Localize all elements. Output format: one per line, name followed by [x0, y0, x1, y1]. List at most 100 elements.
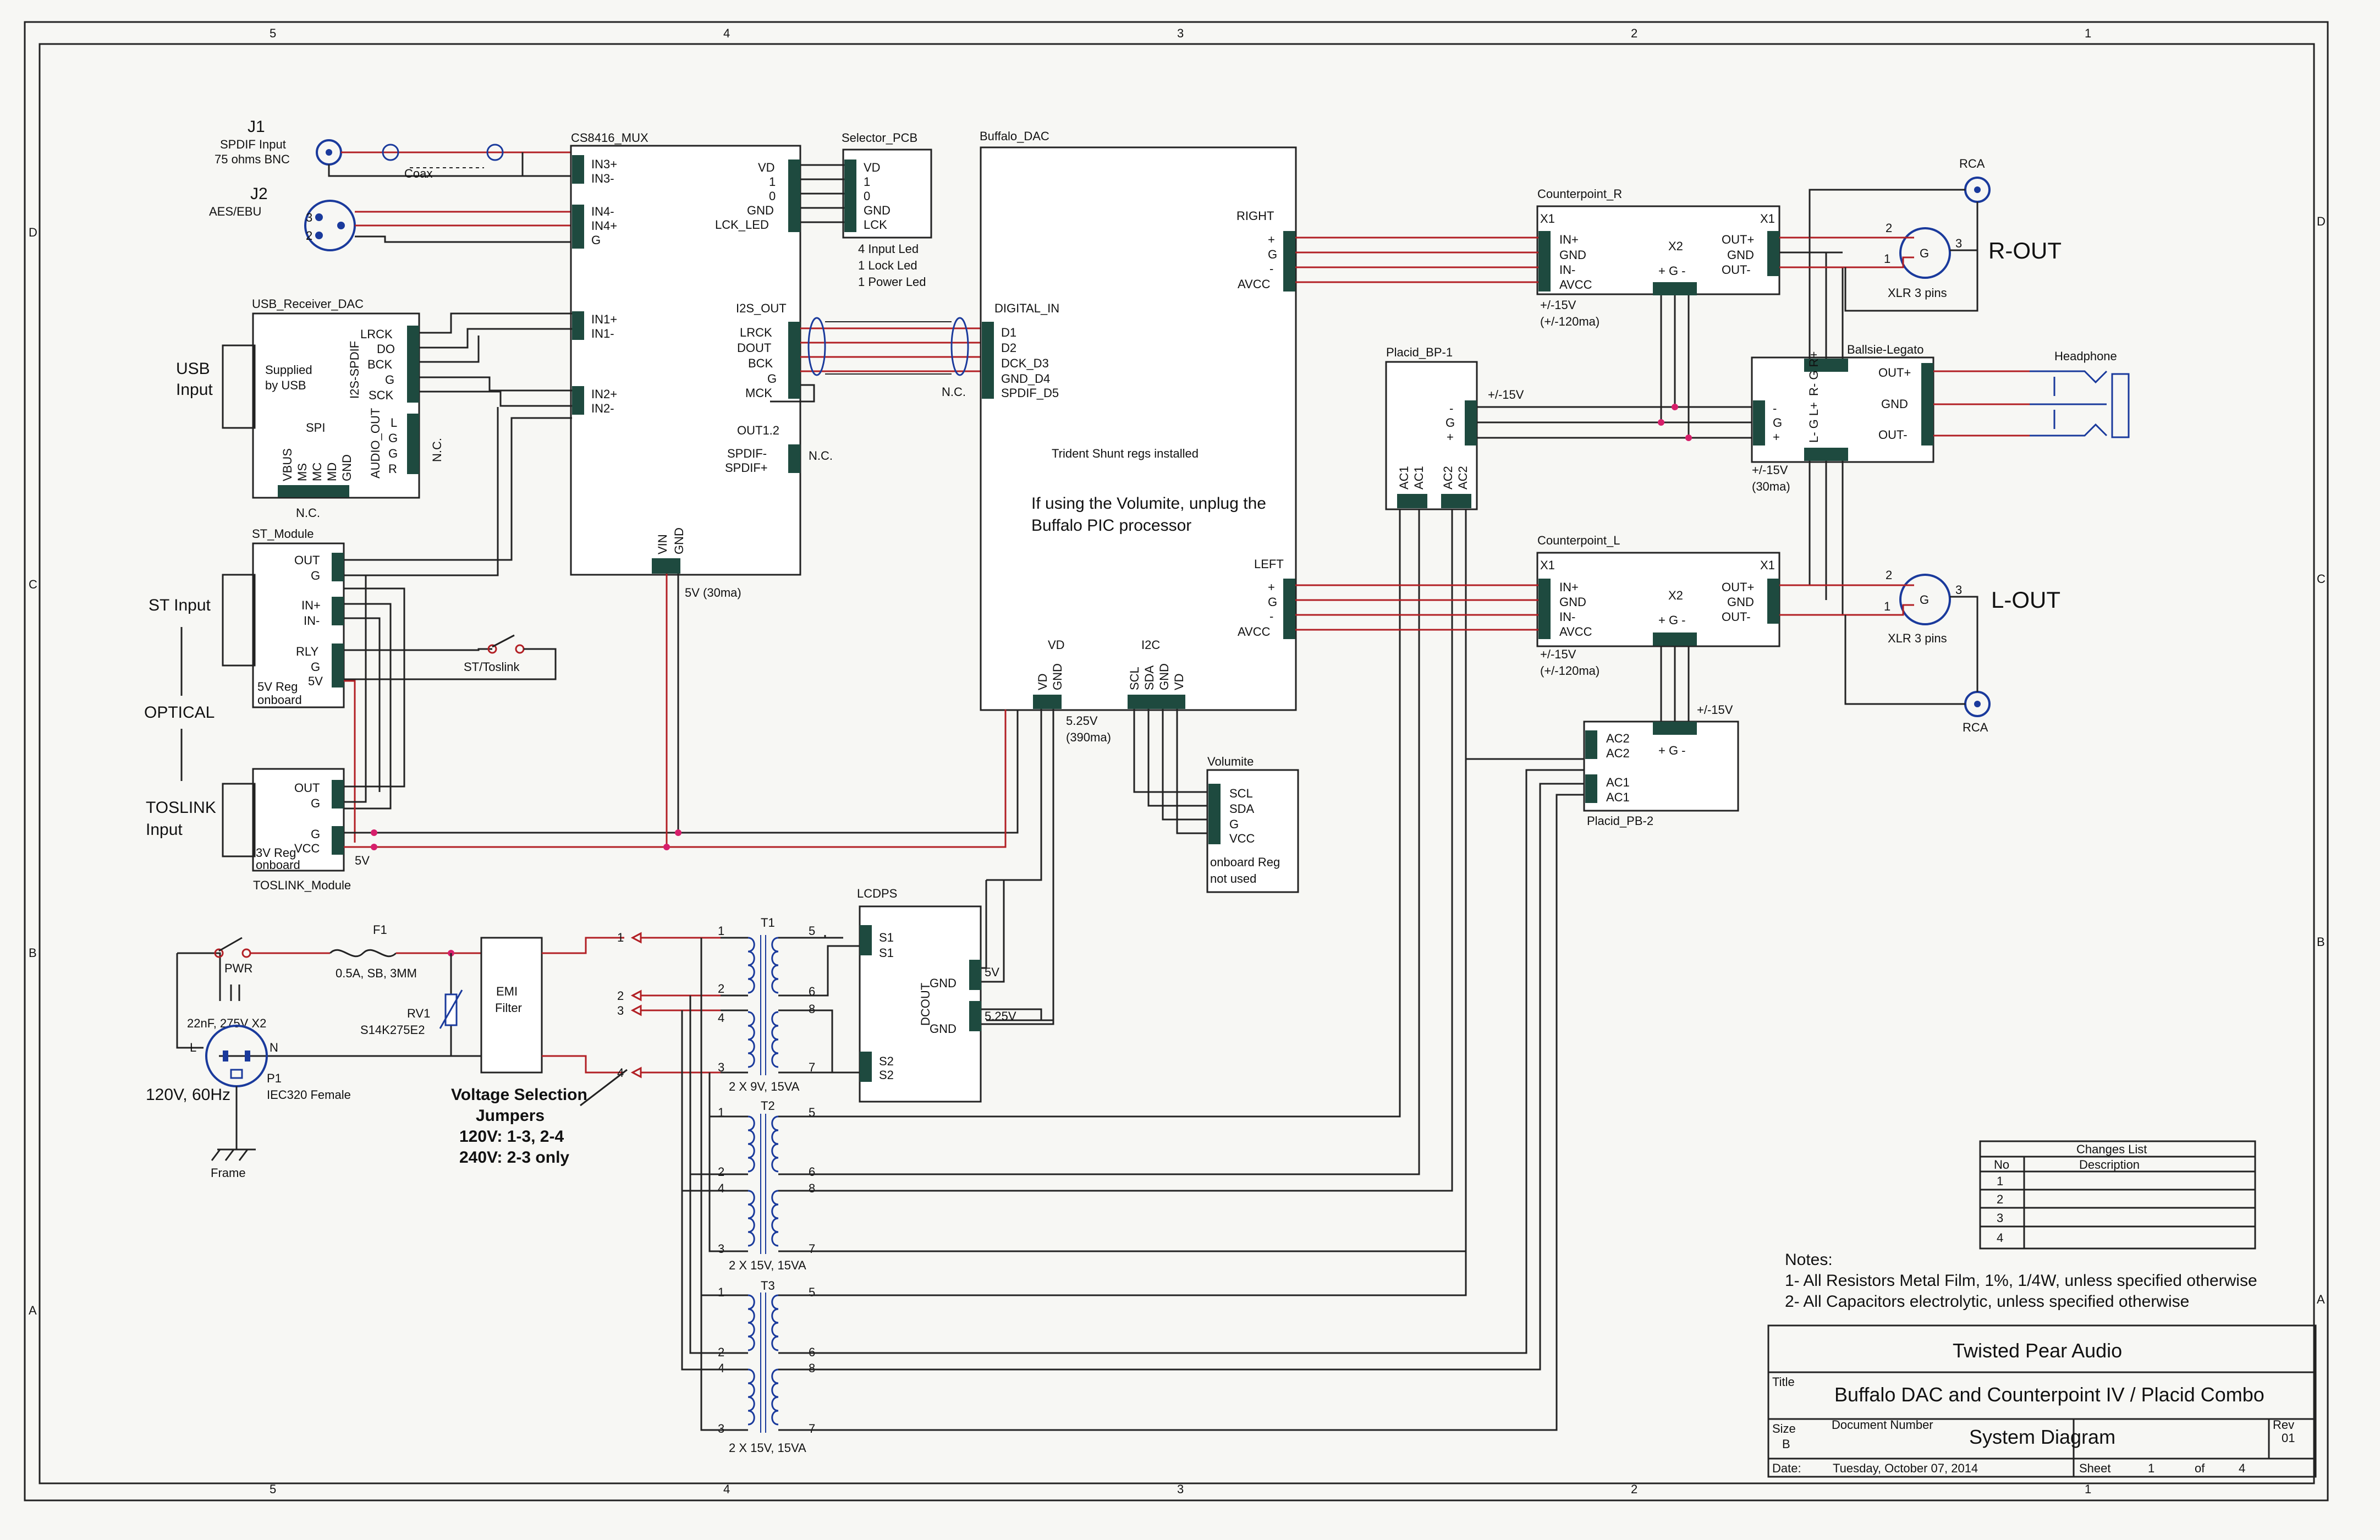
xlr-l-output: G 2 3 1 L-OUT XLR 3 pins RCA: [1779, 568, 2060, 734]
xlr-r-g: G: [1920, 246, 1929, 260]
border-col-4-top: 4: [723, 26, 730, 40]
size-value: B: [1782, 1437, 1790, 1451]
ballsie-title: Ballsie-Legato: [1847, 343, 1923, 356]
docnum-label: Document Number: [1832, 1418, 1933, 1432]
border-col-3-top: 3: [1177, 26, 1184, 40]
t3-p3: 3: [718, 1422, 724, 1436]
placid-bp1-block: Placid_BP-1 - G + +/-15V AC1 AC1 AC2 AC2: [1385, 295, 1752, 510]
ballsie-out-gnd: GND: [1881, 397, 1908, 411]
counterpoint-l-block: Counterpoint_L X1 X1 IN+ GND IN- AVCC X2…: [1295, 534, 1780, 678]
cs8416-pin-in1p: IN1+: [591, 312, 617, 326]
cp-r-gnd: GND: [1559, 248, 1586, 262]
placid1-minus: -: [1449, 402, 1453, 415]
changes-list-table: Changes List No Description 1 2 3 4: [1979, 1140, 2256, 1250]
date-value: Tuesday, October 07, 2014: [1833, 1461, 1978, 1475]
of-value: 4: [2239, 1461, 2245, 1475]
t1-rating: 2 X 9V, 15VA: [729, 1080, 800, 1093]
ballsie-in-minus: -: [1773, 402, 1777, 415]
buffalo-d1: D1: [1001, 326, 1016, 339]
sel-left-gnd: GND: [747, 204, 774, 217]
ballsie-out-minus: OUT-: [1878, 428, 1908, 442]
cp-r-x2: X2: [1668, 239, 1683, 253]
lcdps-s1a: S1: [879, 931, 894, 944]
st-g2: G: [311, 660, 320, 674]
t3-s7: 7: [809, 1422, 815, 1436]
power-input-section: PWR F1 0.5A, SB, 3MM RV1 S14K275E2 22nF,…: [146, 923, 721, 1180]
ballsie-bottom-pins: L- G L+: [1807, 402, 1821, 443]
i2s-nc: N.C.: [942, 385, 966, 399]
usb-lrck: LRCK: [360, 327, 393, 341]
cp-r-pwr-pins: + G -: [1658, 264, 1686, 278]
ballsie-out-plus: OUT+: [1878, 366, 1911, 380]
transformer-t3: T3 1 2 4 3 5 6 8 7 2 X 15V, 15VA: [718, 758, 1584, 1455]
xlr-l-g: G: [1920, 593, 1929, 607]
buffalo-gnd: GND_D4: [1001, 372, 1050, 386]
t3-rating: 2 X 15V, 15VA: [729, 1441, 806, 1455]
i2c-vd: VD: [1172, 673, 1186, 690]
selector-title: Selector_PCB: [842, 131, 917, 145]
volumite-note-2: Buffalo PIC processor: [1031, 516, 1191, 535]
sheet-label: Sheet: [2079, 1461, 2111, 1475]
j1-ref: J1: [248, 118, 265, 136]
vd-gnd-pin: GND: [1051, 663, 1064, 690]
placid-pb2-block: AC2 AC2 AC1 AC1 + G - +/-15V Placid_PB-2: [1583, 646, 1739, 828]
border-col-2-bottom: 2: [1631, 1482, 1637, 1496]
digital-in-title: DIGITAL_IN: [994, 301, 1059, 315]
toslink-reg-1: 3V Reg: [256, 846, 296, 860]
title-block: Twisted Pear Audio Title Buffalo DAC and…: [1767, 1324, 2317, 1478]
xlr-l-pin1: 1: [1884, 600, 1890, 613]
trident-note: Trident Shunt regs installed: [1052, 447, 1199, 460]
volumite-scl: SCL: [1229, 787, 1253, 800]
placid2-supply: +/-15V: [1697, 703, 1733, 717]
usb-mc: MC: [310, 463, 324, 481]
spdif-plus: SPDIF+: [725, 461, 768, 475]
t2-s6: 6: [809, 1165, 815, 1179]
j1-spdif-bnc: J1 SPDIF Input 75 ohms BNC Coax: [215, 118, 573, 180]
usb-audio-g1: G: [388, 431, 398, 445]
usb-sck: SCK: [369, 388, 394, 402]
cs8416-mux-block: CS8416_MUX IN3+ IN3- IN4- IN4+ G IN1+ IN…: [570, 131, 801, 600]
t2-s8: 8: [809, 1181, 815, 1195]
changes-title: Changes List: [2076, 1142, 2147, 1156]
lcdps-title: LCDPS: [857, 887, 897, 900]
t1-p3: 3: [718, 1060, 724, 1074]
t3-s5: 5: [809, 1285, 815, 1299]
t1-p2: 2: [718, 982, 724, 996]
date-label: Date:: [1772, 1461, 1801, 1475]
left-plus: +: [1268, 580, 1275, 594]
cp-l-in-plus: IN+: [1559, 580, 1579, 594]
cp-r-supply-i: (+/-120ma): [1540, 315, 1600, 328]
j2-pin3: 3: [306, 211, 312, 224]
right-g: G: [1268, 248, 1277, 261]
j2-pin2: 2: [306, 229, 312, 243]
ballsie-supply-v: +/-15V: [1752, 463, 1788, 477]
usb-gnd: GND: [340, 454, 354, 481]
xlr-r-pin2: 2: [1886, 221, 1892, 235]
cp-l-avcc: AVCC: [1559, 625, 1592, 639]
placid1-ac1b: AC1: [1412, 466, 1426, 490]
l-out-label: L-OUT: [1991, 587, 2060, 613]
j1-impedance: 75 ohms BNC: [215, 152, 290, 166]
border-col-4-bottom: 4: [723, 1482, 730, 1496]
voltage-sel-120: 120V: 1-3, 2-4: [459, 1128, 564, 1146]
cp-r-out-minus: OUT-: [1722, 263, 1751, 277]
cs8416-pin-in3p: IN3+: [591, 157, 617, 171]
toslink-title: TOSLINK_Module: [253, 878, 351, 892]
voltage-sel-title1: Voltage Selection: [451, 1086, 587, 1104]
i2s-out-section: I2S_OUT LRCK DOUT BCK G MCK OUT1.2 SPDIF…: [725, 301, 981, 475]
ballsie-in-plus: +: [1773, 430, 1780, 444]
p1-desc: IEC320 Female: [267, 1088, 351, 1102]
sel-note-2: 1 Lock Led: [858, 258, 917, 272]
cp-r-x1: X1: [1540, 212, 1555, 226]
buffalo-spdif: SPDIF_D5: [1001, 386, 1059, 400]
volumite-note-2: not used: [1210, 872, 1256, 886]
cp-l-out-plus: OUT+: [1722, 580, 1754, 594]
st-rly: RLY: [296, 645, 318, 658]
outer-border: [24, 21, 2329, 1502]
xlr-r-desc: XLR 3 pins: [1888, 286, 1947, 300]
toslink-g: G: [311, 796, 320, 810]
cs8416-pin-in2p: IN2+: [591, 387, 617, 401]
spdif-minus: SPDIF-: [727, 447, 767, 460]
cp-r-supply-v: +/-15V: [1540, 298, 1576, 312]
selector-pcb-block: Selector_PCB VD 1 0 GND LCK_LED VD 1 0 G…: [715, 131, 932, 289]
